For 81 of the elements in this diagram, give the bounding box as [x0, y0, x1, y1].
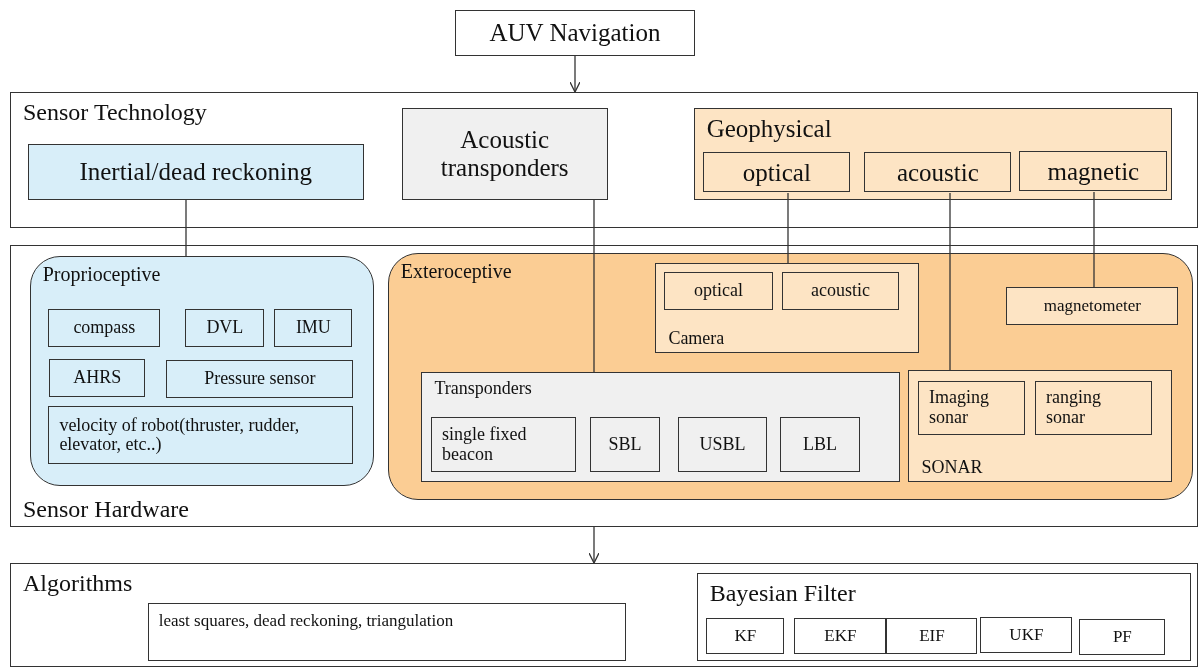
method-group-box — [696, 572, 1191, 661]
filter-box — [886, 618, 978, 655]
connector-line — [1093, 191, 1095, 289]
sensor-box — [431, 417, 577, 473]
sensor-box — [166, 360, 354, 399]
node-label: compass — [73, 318, 136, 339]
sensor-group-box — [908, 370, 1173, 483]
category-box — [27, 143, 364, 200]
node-label: UKF — [1009, 626, 1044, 645]
sensor-box — [48, 406, 354, 465]
sensor-group-box — [421, 372, 901, 483]
node-label: LBL — [803, 434, 838, 455]
node-label: EIF — [919, 627, 945, 646]
sensor-box — [918, 381, 1026, 436]
node-label: ranging sonar — [1046, 388, 1103, 428]
connector-line — [593, 199, 595, 374]
arrow — [569, 55, 581, 93]
section-panel — [10, 563, 1198, 667]
sensor-box — [664, 272, 774, 311]
node-label: velocity of robot(thruster, rudder, elevator, etc..) — [59, 415, 301, 456]
method-box — [147, 602, 626, 661]
filter-box — [1079, 619, 1166, 656]
sensor-box — [782, 272, 900, 311]
connector-line — [185, 199, 187, 257]
node-label: Sensor Hardware — [23, 495, 189, 522]
subcategory-box — [1019, 151, 1168, 192]
sensor-box — [590, 417, 661, 473]
node-label: Acoustic transponders — [439, 126, 570, 182]
node-label: IMU — [295, 318, 331, 339]
sensor-box — [1006, 287, 1179, 326]
sensor-box — [49, 359, 146, 398]
node-label: KF — [734, 627, 757, 646]
connector-line — [949, 192, 951, 372]
node-label: optical — [694, 281, 744, 301]
node-label: Pressure sensor — [204, 369, 316, 390]
sensor-box — [185, 309, 265, 348]
filter-box — [980, 617, 1073, 654]
node-label: EKF — [824, 627, 857, 646]
node-label: optical — [742, 158, 811, 187]
node-label: Transponders — [434, 379, 532, 400]
node-label: Bayesian Filter — [709, 579, 856, 607]
node-label: magnetic — [1047, 157, 1140, 186]
filter-box — [794, 618, 887, 655]
node-label: AUV Navigation — [489, 19, 661, 47]
group-panel — [387, 252, 1193, 500]
node-label: single fixed beacon — [442, 424, 528, 465]
sensor-box — [678, 417, 768, 473]
node-label: USBL — [699, 434, 746, 455]
section-panel — [10, 245, 1198, 527]
group-panel — [29, 255, 374, 486]
sensor-box — [1035, 381, 1153, 436]
node-label: least squares, dead reckoning, triangulation — [158, 611, 454, 631]
node-label: DVL — [206, 318, 244, 339]
title-box — [455, 10, 695, 56]
node-label: AHRS — [73, 368, 122, 389]
node-label: Camera — [668, 328, 725, 349]
node-label: SONAR — [921, 457, 983, 478]
node-label: magnetometer — [1043, 297, 1141, 316]
filter-box — [706, 618, 785, 655]
node-label: Proprioceptive — [42, 262, 161, 285]
node-label: Sensor Technology — [23, 99, 207, 126]
node-label: Algorithms — [23, 570, 133, 597]
node-label: Exteroceptive — [400, 259, 512, 282]
sensor-box — [48, 309, 161, 348]
category-box — [401, 107, 608, 200]
sensor-group-box — [655, 263, 920, 354]
connector-line — [787, 192, 789, 265]
node-label: Inertial/dead reckoning — [79, 157, 312, 186]
section-panel — [10, 92, 1198, 228]
subcategory-box — [703, 152, 851, 193]
subcategory-box — [864, 152, 1012, 193]
node-label: acoustic — [896, 158, 979, 187]
node-label: acoustic — [811, 281, 871, 301]
node-label: Imaging sonar — [929, 388, 991, 428]
arrow — [588, 526, 600, 564]
sensor-box — [274, 309, 353, 348]
node-label: Geophysical — [706, 114, 832, 143]
node-label: PF — [1112, 628, 1132, 647]
category-box — [693, 107, 1172, 200]
sensor-box — [780, 417, 861, 473]
node-label: SBL — [608, 434, 642, 455]
